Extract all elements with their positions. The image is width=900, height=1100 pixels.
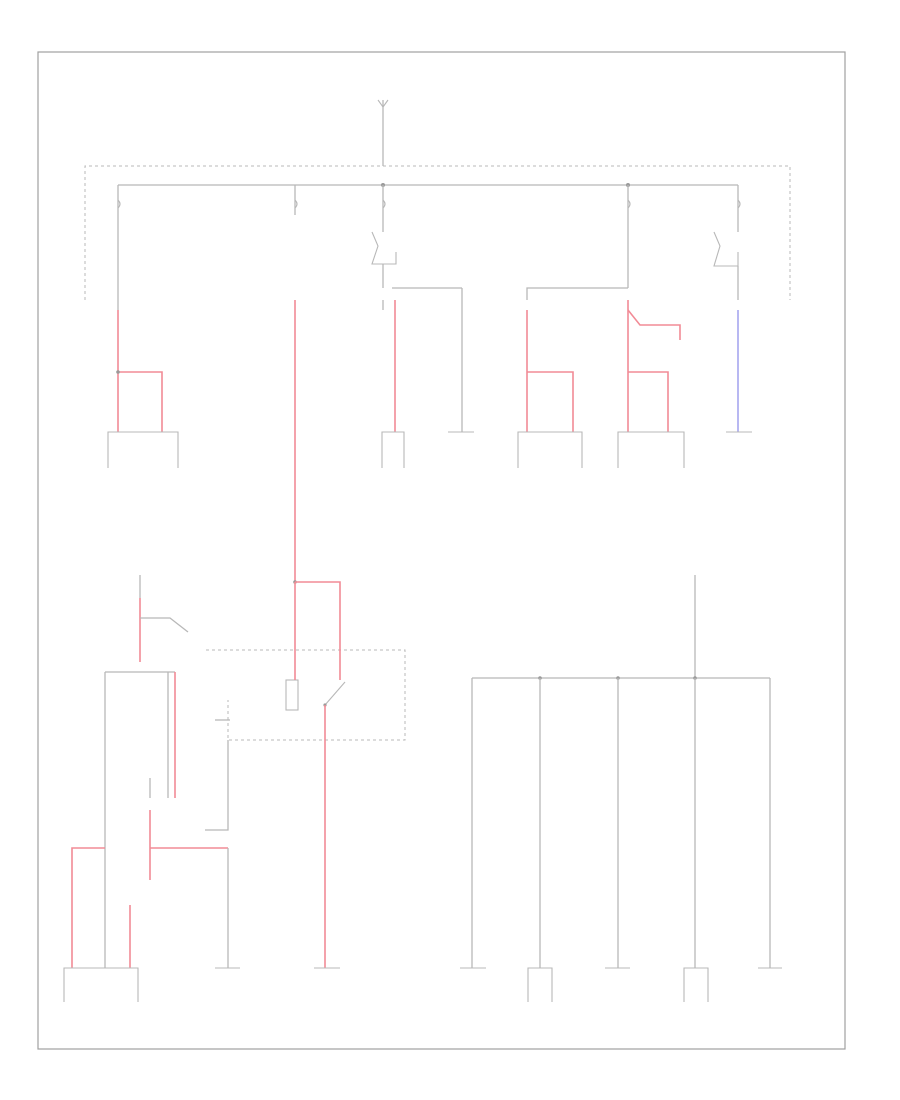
lower-component-5 [527,967,553,1002]
switch-module [285,679,346,711]
lower-left-wiring [71,580,341,968]
relay-2 [713,215,739,300]
fuse-1 [117,185,121,215]
left-connector [139,575,406,741]
upper-component-5 [617,431,685,468]
top-connector [377,99,389,166]
fuse-box-outline [84,165,791,300]
relay-1 [371,215,462,289]
fuse-4 [627,185,631,215]
fuse-5 [737,185,741,215]
lower-component-7 [683,967,709,1002]
upper-component-1 [107,431,179,468]
diagram-frame [37,51,846,1050]
ground-bus [471,676,771,968]
power-bus [118,183,738,187]
fuse-2 [294,185,298,215]
upper-component-4 [517,431,583,468]
upper-wiring [116,215,739,582]
upper-component-2 [381,431,405,468]
lower-component-1 [63,967,139,1002]
fuse-3 [382,185,386,215]
